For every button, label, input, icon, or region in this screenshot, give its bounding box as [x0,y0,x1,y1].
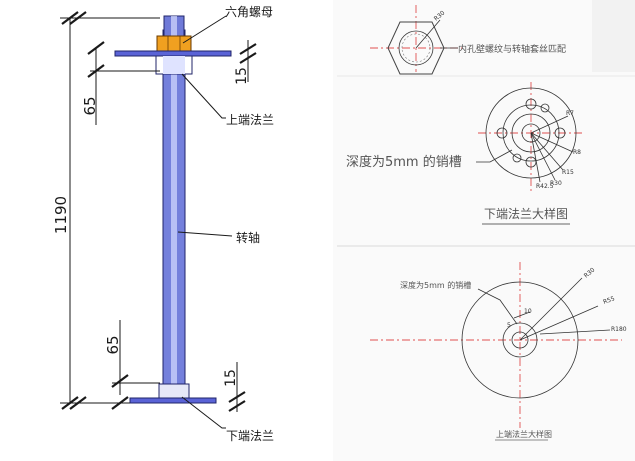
lower-flange-title: 下端法兰大样图 [484,206,568,221]
lower-flange-bolt-circle [502,104,560,162]
upper-flange-detail: R30 R55 R180 10 5 深度为5mm 的销槽 上端法兰大样图 [370,262,627,441]
upper-groove-note: 深度为5mm 的销槽 [400,280,471,290]
upper-dim-10: 10 [524,308,532,315]
nut-note: 内孔壁螺纹与转轴套丝匹配 [458,43,566,55]
nut-hexagon [387,21,445,75]
label-lower-flange: 下端法兰 [226,429,274,443]
label-shaft: 转轴 [236,230,260,245]
nut-bore [398,30,434,66]
lower-flange-detail: R7 R8 R15 R30 R42.5 深度为5mm 的销槽 下端法兰大样图 [346,82,585,225]
lower-flange-hub-ring [511,113,551,153]
lower-radius-label-2: R8 [573,149,581,156]
dimension-lower-offset: 65 [104,320,160,410]
dimension-upper-flange: 15 [234,40,257,85]
upper-flange [114,50,232,57]
lower-radius-label-1: R7 [566,110,574,117]
right-panel-background [333,0,635,461]
upper-flange-title: 上端法兰大样图 [496,429,552,439]
label-hex-nut: 六角螺母 [225,5,273,19]
upper-flange-outer [461,281,579,399]
dimension-lower-flange: 15 [223,362,246,412]
lower-radius-label-5: R42.5 [536,183,554,190]
lower-radius-label-4: R30 [550,180,562,187]
shaft-highlight [171,30,177,390]
dim-total-text: 1190 [52,196,70,234]
dimension-upper-offset: 65 [81,41,160,125]
dim-upper-flange-text: 15 [234,67,250,85]
upper-dim-5: 5 [507,322,511,329]
lower-flange-outer [485,87,577,179]
lower-bolt-hole-1 [525,98,537,110]
gray-strip [592,0,635,72]
upper-radius-label-3: R180 [611,326,627,333]
dim-lower-flange-text: 15 [223,369,239,387]
lower-groove-note: 深度为5mm 的销槽 [346,154,462,170]
shaft-assembly [114,15,232,404]
dim-upper-offset-text: 65 [81,96,99,115]
lower-flange-bore [521,123,541,143]
upper-flange-hub-ring [502,322,538,358]
lower-bolt-hole-4 [496,127,508,139]
dimension-total: 1190 [52,11,160,410]
lower-flange [129,397,217,404]
leader-labels: 六角螺母 上端法兰 转轴 下端法兰 [177,5,274,443]
upper-radius-label-2: R55 [602,295,616,306]
hex-nut [156,35,192,52]
nut-detail: R30 内孔壁螺纹与转轴套丝匹配 [370,5,566,75]
lower-bolt-hole-2 [554,127,566,139]
dim-lower-offset-text: 65 [104,335,122,354]
label-upper-flange: 上端法兰 [226,113,274,127]
lower-flange-hub [158,383,190,399]
upper-flange-bore [511,331,529,349]
lower-radius-label-3: R15 [562,169,574,176]
